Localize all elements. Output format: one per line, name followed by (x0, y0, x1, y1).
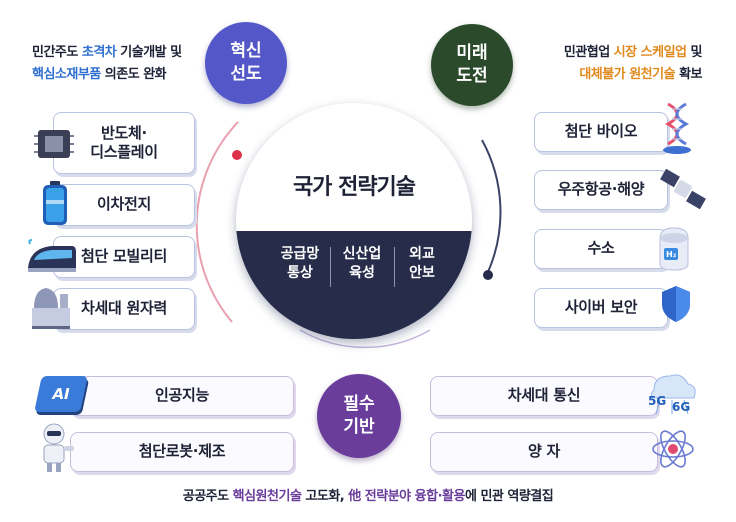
circle-label: 혁신 (230, 41, 262, 62)
quantum-box: 양 자 (430, 432, 658, 472)
caption-highlight: 핵심소재부품 (32, 67, 101, 82)
6g-label: 6G (672, 400, 691, 414)
caption-text: 민관협업 (563, 45, 614, 60)
caption-highlight: 他 전략분야 융합·활용 (348, 489, 465, 504)
network-graphic (650, 374, 696, 415)
box-label: 반도체· (101, 123, 147, 142)
band-text: 육성 (349, 264, 375, 281)
left-arc (195, 121, 239, 323)
box-label: 수소 (587, 239, 615, 258)
circle-label: 미래 (456, 43, 488, 64)
hydrogen-tank-icon: H₂ (659, 227, 689, 271)
band-divider (394, 247, 395, 287)
robot-icon (43, 423, 74, 472)
battery-icon (43, 181, 67, 225)
center-title: 국가 전략기술 (292, 175, 416, 200)
band-text: 안보 (409, 264, 435, 281)
satellite-icon (660, 168, 706, 210)
band-text: 신산업 (342, 246, 382, 262)
caption-highlight: 초격차 (81, 45, 117, 60)
advanced-mobility-box: 첨단 모빌리티 (53, 236, 195, 278)
circle-label: 필수 (343, 394, 375, 415)
circle-label: 기반 (343, 417, 375, 437)
box-label: 첨단로봇·제조 (138, 442, 226, 461)
box-label: 차세대 원자력 (81, 299, 167, 318)
box-label: 양 자 (528, 442, 560, 461)
ai-chip-icon: AI (34, 376, 88, 412)
caption-text: 에 민관 역량결집 (464, 489, 554, 504)
caption-text: 기술개발 및 (116, 45, 182, 60)
dna-icon (663, 102, 691, 154)
ai-chip-text: AI (50, 385, 72, 403)
caption-highlight: 대체불가 원천기술 (579, 67, 676, 82)
band-text: 통상 (287, 264, 313, 281)
band-text: 공급망 (280, 246, 320, 262)
box-label: 차세대 통신 (507, 386, 581, 405)
box-label: 첨단 모빌리티 (81, 247, 167, 266)
cyber-security-box: 사이버 보안 (534, 288, 668, 328)
caption-highlight: 핵심원천기술 (232, 489, 302, 504)
box-label: 우주항공·해양 (557, 180, 645, 199)
caption-text: 확보 (675, 67, 702, 82)
box-label: 첨단 바이오 (564, 122, 638, 141)
advanced-bio-box: 첨단 바이오 (534, 112, 668, 152)
right-arc-dot (483, 270, 493, 280)
circle-label: 선도 (230, 64, 262, 84)
svg-text:H₂: H₂ (666, 250, 677, 259)
aerospace-marine-box: 우주항공·해양 (534, 170, 668, 210)
top-right-caption: 민관협업 시장 스케일업 및 대체불가 원천기술 확보 (512, 42, 703, 86)
semiconductor-display-box: 반도체·디스플레이 (53, 112, 195, 174)
box-label: 인공지능 (154, 386, 209, 405)
band-divider (330, 247, 331, 287)
bottom-caption: 공공주도 핵심원천기술 고도화, 他 전략분야 융합·활용에 민관 역량결집 (0, 485, 736, 504)
train-icon (28, 239, 76, 272)
chip-icon (34, 130, 74, 158)
caption-text: 고도화, (301, 489, 349, 504)
5g-label: 5G (648, 394, 667, 408)
advanced-robot-manufacturing-box: 첨단로봇·제조 (70, 432, 294, 472)
caption-highlight: 시장 스케일업 (613, 45, 687, 60)
nuclear-plant-icon (32, 288, 70, 329)
next-gen-nuclear-box: 차세대 원자력 (53, 288, 195, 330)
next-gen-communication-box: 차세대 통신 (430, 376, 658, 416)
right-arc (481, 139, 502, 273)
band-text: 외교 (409, 246, 435, 262)
box-label: 이차전지 (96, 195, 151, 214)
caption-text: 및 (686, 45, 703, 60)
secondary-battery-box: 이차전지 (53, 184, 195, 226)
caption-text: 민간주도 (32, 45, 82, 60)
ai-box: 인공지능 (70, 376, 294, 416)
left-arc-dot (232, 150, 242, 160)
top-left-caption: 민간주도 초격차 기술개발 및 핵심소재부품 의존도 완화 (32, 42, 182, 86)
network-icon: 5G 6G (646, 370, 698, 418)
box-label: 디스플레이 (90, 143, 158, 161)
caption-text: 공공주도 (182, 489, 233, 504)
circle-label: 도전 (456, 66, 488, 86)
caption-text: 의존도 완화 (100, 67, 167, 82)
box-label: 사이버 보안 (564, 298, 638, 317)
hydrogen-box: 수소 (534, 229, 668, 269)
atom-icon (652, 430, 694, 468)
shield-icon (662, 286, 690, 322)
